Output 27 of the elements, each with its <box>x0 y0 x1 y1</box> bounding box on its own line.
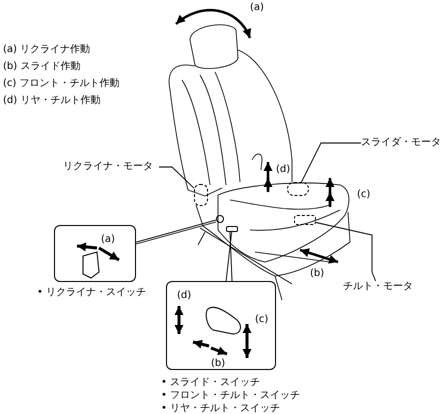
direction-label: (d) <box>177 290 192 302</box>
part-label: チルト・モータ <box>343 281 413 293</box>
switch-knob <box>226 226 238 232</box>
legend-text: (c) フロント・チルト作動 <box>3 78 120 90</box>
legend-text: (d) リヤ・チルト作動 <box>3 95 100 107</box>
direction-label: (c) <box>255 314 268 326</box>
direction-label: (c) <box>357 189 370 201</box>
motor-outline <box>287 182 309 196</box>
switch-caption: • リヤ・チルト・スイッチ <box>161 403 280 414</box>
part-label: リクライナ・モータ <box>63 161 159 173</box>
direction-label: (d) <box>276 164 290 176</box>
leader-line <box>301 142 362 182</box>
switch-caption: • フロント・チルト・スイッチ <box>161 390 300 402</box>
direction-label: (b) <box>211 358 226 370</box>
legend-text: (b) スライド作動 <box>3 61 80 73</box>
direction-label: (b) <box>310 268 324 280</box>
leader-line <box>158 166 194 189</box>
switch-knob <box>216 215 224 223</box>
switch-caption: • スライド・スイッチ <box>161 377 260 389</box>
motor-outline <box>294 215 316 225</box>
motor-outline <box>194 184 208 206</box>
direction-label: (a) <box>101 234 115 246</box>
direction-label: (a) <box>250 2 264 14</box>
part-label: スライダ・モータ <box>361 137 443 149</box>
switch-caption: • リクライナ・スイッチ <box>37 287 146 299</box>
leader-line <box>316 222 376 282</box>
legend-text: (a) リクライナ作動 <box>3 44 90 56</box>
